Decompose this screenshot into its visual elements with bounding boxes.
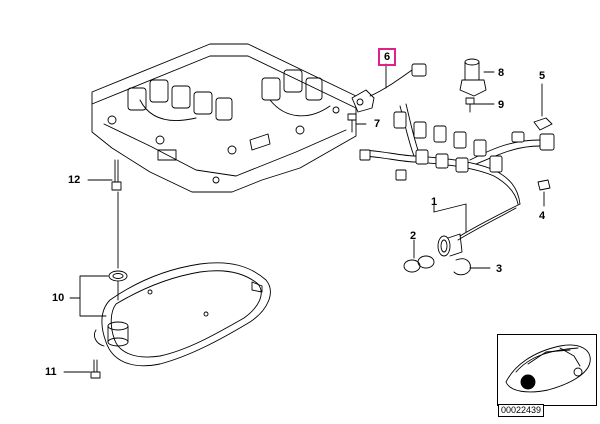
sensor-6 [351, 63, 413, 113]
o-rings-2 [403, 239, 435, 273]
bolt-12 [87, 159, 122, 191]
callout-6[interactable]: 6 [378, 48, 397, 66]
reference-car-view [505, 344, 591, 393]
clip-4 [537, 179, 551, 207]
callout-10[interactable]: 10 [52, 292, 65, 304]
seal-ring [108, 270, 128, 282]
harness-connectors [359, 63, 555, 181]
callout-7[interactable]: 7 [374, 118, 381, 130]
plug-1 [433, 203, 467, 257]
callout-3[interactable]: 3 [496, 263, 503, 275]
callout-11[interactable]: 11 [45, 366, 57, 378]
oil-pan [93, 262, 271, 367]
bolt-7 [347, 113, 367, 133]
reference-code: 00022439 [498, 404, 545, 417]
valve-body [91, 43, 357, 193]
clip-3 [453, 258, 491, 276]
clip-5 [533, 83, 553, 131]
callout-5[interactable]: 5 [539, 70, 546, 82]
wiring-harness [359, 103, 541, 241]
sensor-8 [459, 58, 495, 97]
callout-4[interactable]: 4 [539, 210, 546, 222]
bolt-11 [63, 359, 101, 379]
callout-2[interactable]: 2 [410, 230, 417, 242]
bolt-9 [465, 97, 495, 113]
callout-12[interactable]: 12 [68, 174, 81, 186]
callout-8[interactable]: 8 [498, 67, 505, 79]
callout-9[interactable]: 9 [498, 99, 505, 111]
callout-1[interactable]: 1 [431, 196, 438, 208]
